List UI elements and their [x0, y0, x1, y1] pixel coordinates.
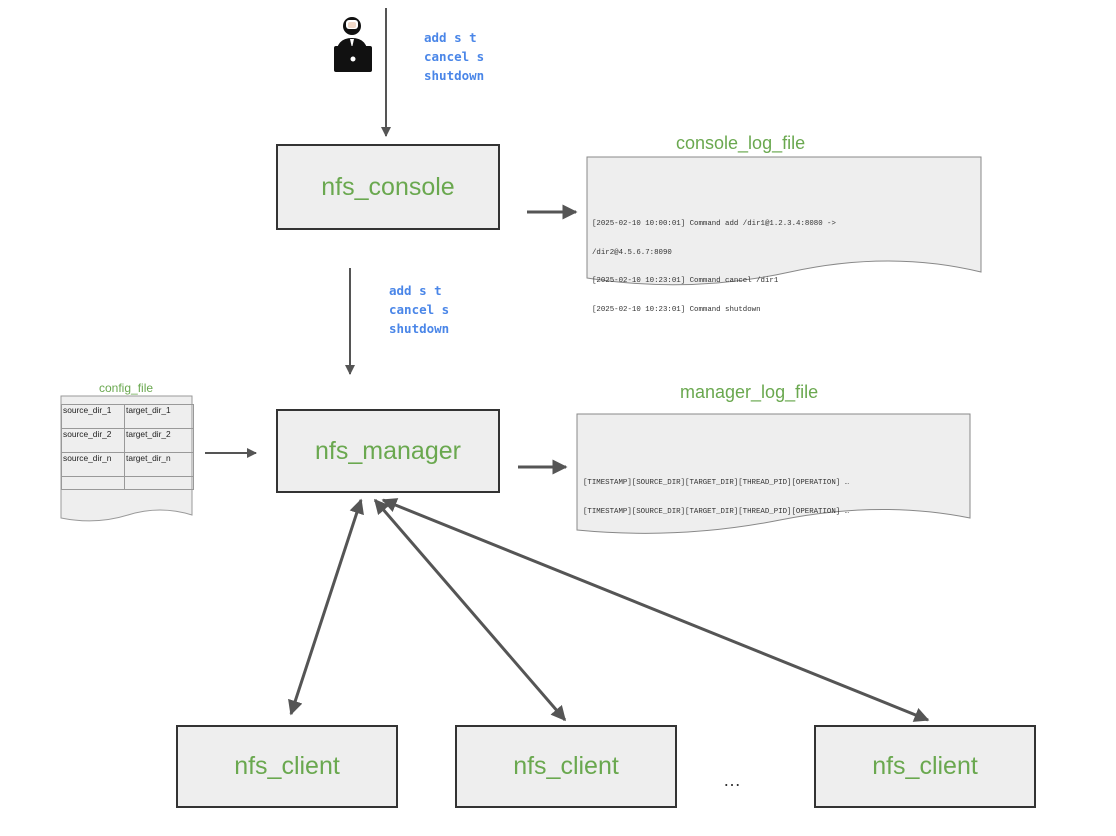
manager-log-line: [TIMESTAMP][SOURCE_DIR][TARGET_DIR][THRE…: [583, 507, 850, 516]
arrow-manager-client-1: [288, 498, 364, 716]
config-target-cell: target_dir_1: [124, 404, 194, 429]
arrow-manager-client-3: [381, 498, 930, 722]
manager-log-line: [TIMESTAMP][SOURCE_DIR][TARGET_DIR][THRE…: [583, 479, 850, 487]
nfs-client-label: nfs_client: [513, 752, 619, 780]
nfs-client-label: nfs_client: [872, 752, 978, 780]
nfs-client-node-1[interactable]: nfs_client: [176, 725, 398, 808]
nfs-manager-label: nfs_manager: [315, 436, 461, 465]
console-log-title: console_log_file: [676, 133, 806, 153]
nfs-client-node-2[interactable]: nfs_client: [455, 725, 677, 808]
console-log-line: /dir2@4.5.6.7:8090: [592, 248, 672, 257]
user-command-add: add s t: [424, 30, 477, 45]
console-log-line: [2025-02-10 10:00:01] Command add /dir1@…: [592, 220, 836, 228]
config-target-cell: [124, 476, 194, 490]
console-command-cancel: cancel s: [389, 302, 450, 317]
user-at-laptop-icon: [334, 17, 372, 72]
config-source-cell: source_dir_1: [61, 404, 125, 429]
nfs-console-node[interactable]: nfs_console: [276, 144, 500, 230]
nfs-client-node-3[interactable]: nfs_client: [814, 725, 1036, 808]
user-command-cancel: cancel s: [424, 49, 485, 64]
config-row: source_dir_n target_dir_n: [61, 452, 194, 477]
config-file-title: config_file: [99, 381, 154, 395]
manager-log-title: manager_log_file: [680, 382, 819, 402]
more-clients-ellipsis: …: [723, 770, 741, 790]
config-source-cell: source_dir_2: [61, 428, 125, 453]
config-row: source_dir_1 target_dir_1: [61, 404, 194, 429]
console-log-line: [2025-02-10 10:23:01] Command shutdown: [592, 305, 761, 314]
config-target-cell: target_dir_2: [124, 428, 194, 453]
config-row: source_dir_2 target_dir_2: [61, 428, 194, 453]
manager-log-lines: [TIMESTAMP][SOURCE_DIR][TARGET_DIR][THRE…: [583, 460, 849, 527]
console-command-add: add s t: [389, 283, 442, 298]
console-log-line: [2025-02-10 10:23:01] Command cancel /di…: [592, 277, 779, 285]
console-log-lines: [2025-02-10 10:00:01] Command add /dir1@…: [592, 201, 836, 325]
config-row: [61, 476, 194, 490]
user-command-shutdown: shutdown: [424, 68, 485, 83]
config-file-table: source_dir_1 target_dir_1 source_dir_2 t…: [61, 404, 194, 490]
nfs-manager-node[interactable]: nfs_manager: [276, 409, 500, 493]
config-source-cell: source_dir_n: [61, 452, 125, 477]
config-source-cell: [61, 476, 125, 490]
config-target-cell: target_dir_n: [124, 452, 194, 477]
arrow-manager-client-2: [373, 498, 567, 722]
console-log-document-shape: [586, 156, 982, 286]
console-commands-list: add s t cancel s shutdown: [389, 281, 449, 338]
nfs-console-label: nfs_console: [321, 172, 455, 201]
user-commands-list: add s t cancel s shutdown: [424, 28, 484, 85]
console-command-shutdown: shutdown: [389, 321, 450, 336]
nfs-client-label: nfs_client: [234, 752, 340, 780]
